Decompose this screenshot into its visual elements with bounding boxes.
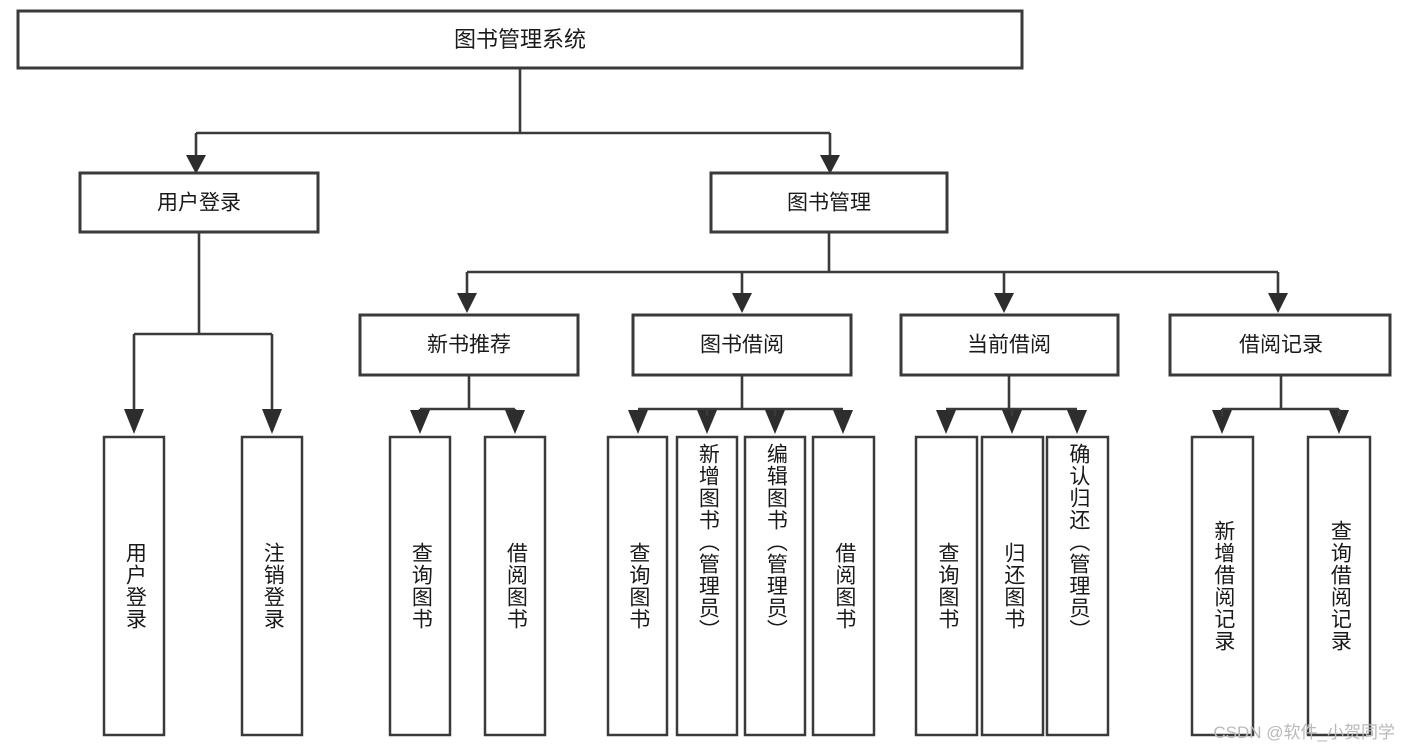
leaf-box-bb-add-book[interactable]	[675, 435, 739, 737]
leaf-box-bb-borrow-book[interactable]	[811, 435, 876, 737]
node-book-borrow[interactable]	[631, 313, 853, 377]
node-root-box[interactable]	[16, 9, 1024, 70]
arrow-head-cb-leaf-3	[1067, 410, 1087, 434]
label-borrow-records: 借阅记录	[1239, 334, 1323, 357]
arrow-head-bb-leaf-1	[628, 410, 648, 434]
arrow-head-book-borrow	[732, 293, 752, 313]
leaf-box-logout[interactable]	[240, 435, 304, 737]
leaf-box-nb-query-book[interactable]	[388, 435, 452, 737]
arrow-head-leaf-logout	[262, 409, 282, 434]
leaf-box-user-login[interactable]	[102, 435, 166, 737]
leaf-box-br-query-record[interactable]	[1306, 435, 1372, 737]
label-book-borrow: 图书借阅	[700, 334, 784, 357]
label-user-login: 用户登录	[157, 192, 241, 215]
arrow-head-br-leaf-1	[1212, 410, 1232, 434]
leaf-box-cb-return-book[interactable]	[980, 435, 1045, 737]
arrow-head-nb-leaf-1	[410, 410, 430, 434]
node-new-book-recommend[interactable]	[358, 313, 580, 377]
label-current-borrow: 当前借阅	[967, 334, 1051, 357]
arrow-head-user-login	[186, 155, 206, 174]
leaf-box-bb-query-book[interactable]	[606, 435, 669, 737]
leaf-box-cb-confirm-return[interactable]	[1045, 435, 1110, 737]
arrow-head-bb-leaf-2	[697, 410, 717, 434]
csdn-watermark: CSDN @软件_小贺同学	[1213, 723, 1395, 742]
label-book-manage: 图书管理	[787, 192, 871, 215]
label-new-book-recommend: 新书推荐	[427, 334, 511, 357]
arrow-head-cb-leaf-2	[1002, 410, 1022, 434]
arrow-head-nb-leaf-2	[505, 410, 525, 434]
arrow-head-borrow-records	[1268, 293, 1288, 313]
leaf-box-cb-query-book[interactable]	[914, 435, 979, 737]
arrow-head-cb-leaf-1	[936, 410, 956, 434]
arrow-head-leaf-user-login	[124, 409, 144, 434]
node-current-borrow[interactable]	[899, 313, 1120, 377]
arrow-head-new-book	[457, 293, 477, 313]
arrow-head-br-leaf-2	[1329, 410, 1349, 434]
leaf-box-nb-borrow-book[interactable]	[483, 435, 547, 737]
connector-group: 图书管理系统 用户登录 图书管理 新书推荐 图书借阅 当前借阅 借阅记录	[16, 9, 1392, 737]
arrow-head-current-borrow	[994, 293, 1014, 313]
arrow-head-book-manage	[820, 155, 840, 174]
leaf-box-bb-edit-book[interactable]	[743, 435, 807, 737]
arrow-head-bb-leaf-4	[833, 410, 853, 434]
arrow-head-bb-leaf-3	[765, 410, 785, 434]
node-borrow-records[interactable]	[1168, 313, 1392, 377]
node-user-login[interactable]	[78, 171, 320, 234]
root-label: 图书管理系统	[454, 27, 586, 52]
leaf-box-br-add-record[interactable]	[1190, 435, 1255, 737]
